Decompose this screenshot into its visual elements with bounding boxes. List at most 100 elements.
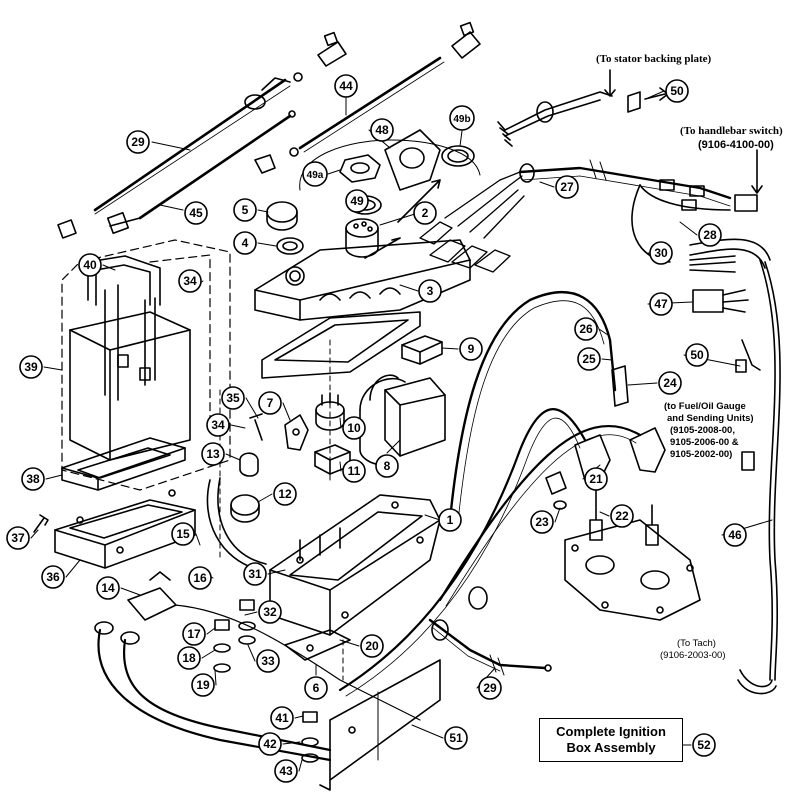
callout-label: 52: [697, 738, 711, 752]
callout-label: 15: [176, 527, 190, 541]
gasket: [261, 311, 421, 379]
connector-47: [692, 289, 749, 313]
callout-33: 33: [256, 649, 280, 673]
callout-28: 28: [698, 223, 722, 247]
bracket-20: [284, 629, 351, 661]
plate-48: [384, 129, 441, 191]
boot-top-2: [451, 21, 481, 59]
callout-label: 37: [11, 531, 25, 545]
callout-label: 29: [483, 681, 497, 695]
callout-label: 40: [83, 258, 97, 272]
callout-31: 31: [243, 562, 267, 586]
cable-42: [94, 604, 421, 762]
sensor-12: [206, 477, 267, 571]
cap-5: [266, 201, 298, 231]
arrow-stator: [604, 69, 616, 97]
assembly-label-box: Complete Ignition Box Assembly: [539, 718, 683, 762]
cable-44: [289, 56, 445, 157]
callout-label: 23: [535, 515, 549, 529]
module-9: [401, 335, 443, 365]
callout-32: 32: [258, 600, 282, 624]
cable-29-bottom: [428, 618, 552, 676]
note-fuel-5: 9105-2002-00): [670, 449, 732, 460]
callout-6: 6: [304, 676, 328, 700]
screws-17-19: [213, 619, 231, 673]
callout-label: 13: [206, 447, 220, 461]
callout-44: 44: [334, 74, 358, 98]
terminal-23: [545, 471, 567, 510]
callout-label: 26: [579, 322, 593, 336]
callout-label: 10: [347, 421, 361, 435]
callout-40: 40: [78, 253, 102, 277]
callout-21: 21: [584, 467, 608, 491]
callout-label: 7: [267, 396, 274, 410]
battery: [69, 311, 191, 461]
note-tach-1: (To Tach): [677, 638, 716, 649]
callout-label: 12: [278, 487, 292, 501]
callout-43: 43: [274, 759, 298, 783]
callout-22: 22: [610, 504, 634, 528]
callout-label: 16: [193, 571, 207, 585]
callout-8: 8: [375, 454, 399, 478]
plate-51: [319, 659, 441, 791]
callout-label: 36: [46, 570, 60, 584]
callout-label: 5: [242, 203, 249, 217]
callout-27: 27: [555, 175, 579, 199]
callout-34: 34: [206, 413, 230, 437]
note-fuel-1: (to Fuel/Oil Gauge: [664, 401, 746, 412]
callout-49: 49: [345, 189, 369, 213]
screws-31-33: [238, 599, 256, 645]
callout-47: 47: [649, 292, 673, 316]
callout-11: 11: [342, 459, 366, 483]
callout-label: 33: [261, 654, 275, 668]
callout-48: 48: [370, 118, 394, 142]
callout-label: 31: [248, 567, 262, 581]
callout-label: 46: [728, 528, 742, 542]
assembly-label-line1: Complete Ignition: [556, 724, 666, 739]
battery-strap: [87, 255, 161, 401]
callout-23: 23: [530, 510, 554, 534]
note-stator: (To stator backing plate): [596, 53, 712, 65]
callout-label: 28: [703, 228, 717, 242]
callout-label: 8: [384, 459, 391, 473]
spark-plug-leads: [338, 408, 642, 697]
callout-label: 14: [101, 581, 115, 595]
callout-label: 17: [187, 627, 201, 641]
callout-label: 6: [313, 681, 320, 695]
coil-8: [359, 374, 446, 466]
callout-49a: 49a: [302, 161, 328, 187]
boot-small: [254, 154, 276, 174]
callout-label: 50: [690, 348, 704, 362]
connector-2: [345, 218, 379, 258]
callout-42: 42: [258, 732, 282, 756]
callout-25: 25: [577, 347, 601, 371]
screw-35: [249, 413, 263, 441]
callout-4: 4: [233, 231, 257, 255]
callout-7: 7: [258, 391, 282, 415]
callout-52: 52: [692, 733, 716, 757]
callout-17: 17: [182, 622, 206, 646]
callout-label: 48: [375, 123, 389, 137]
callout-10: 10: [342, 416, 366, 440]
cable-29: [93, 72, 303, 215]
arrow-handlebar: [751, 149, 763, 194]
callout-label: 20: [365, 639, 379, 653]
callout-label: 47: [654, 297, 668, 311]
arrow-to-48: [397, 179, 441, 223]
callout-label: 39: [24, 360, 38, 374]
assembly-label-line2: Box Assembly: [566, 740, 656, 755]
callout-38: 38: [21, 467, 45, 491]
callout-46: 46: [723, 523, 747, 547]
notes: (To stator backing plate) (To handlebar …: [596, 53, 783, 661]
callout-20: 20: [360, 634, 384, 658]
callout-label: 49: [350, 194, 364, 208]
callout-label: 34: [183, 274, 197, 288]
note-fuel-4: 9105-2006-00 &: [670, 437, 739, 448]
callout-29: 29: [478, 676, 502, 700]
note-fuel-3: (9105-2008-00,: [670, 425, 735, 436]
callout-13: 13: [201, 442, 225, 466]
callout-49b: 49b: [449, 105, 475, 131]
clamp-13: [239, 452, 259, 477]
callout-16: 16: [188, 566, 212, 590]
callout-18: 18: [177, 646, 201, 670]
